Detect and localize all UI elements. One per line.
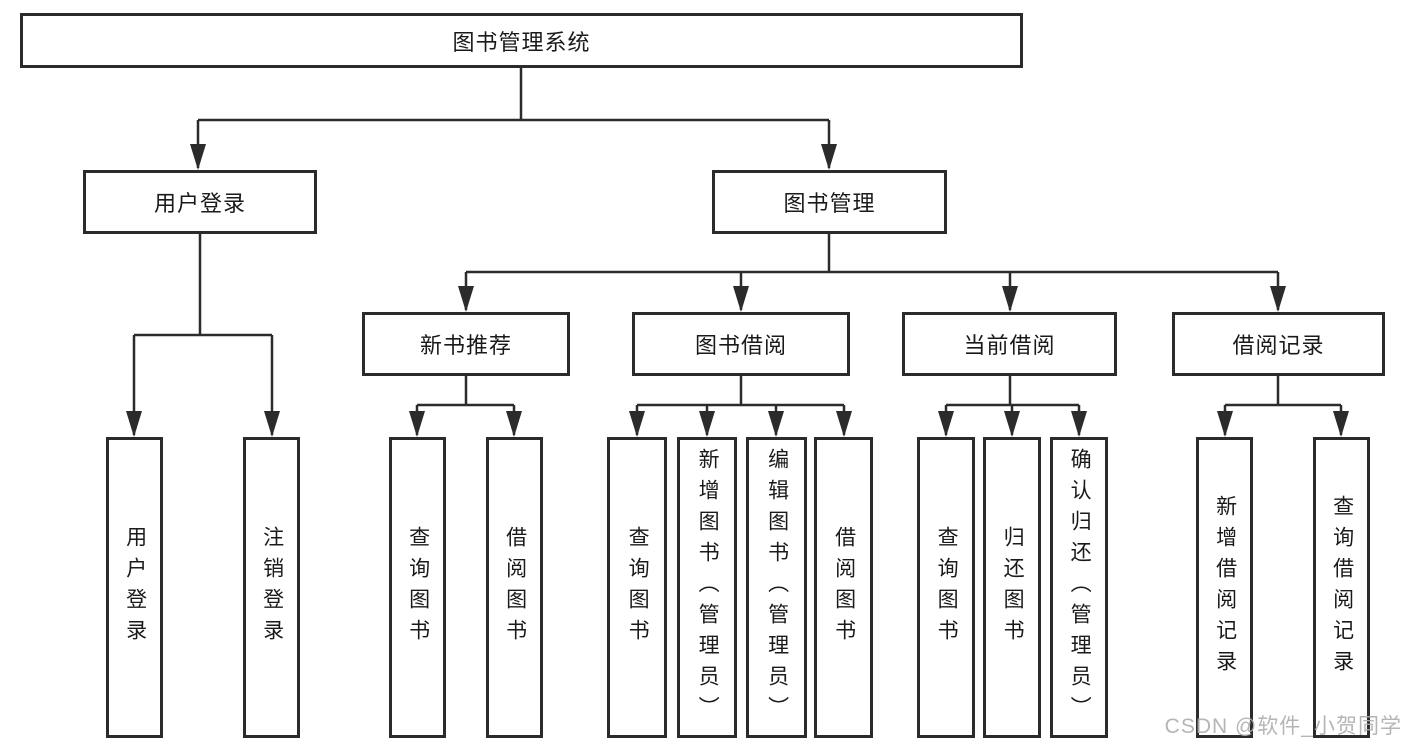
leaf-user-login: 用户登录	[106, 437, 163, 738]
node-borrowing-records: 借阅记录	[1172, 312, 1385, 376]
node-label: 当前借阅	[963, 333, 1056, 358]
node-label: 借阅图书	[832, 525, 856, 650]
node-library-management-system: 图书管理系统	[20, 13, 1023, 68]
leaf-return-books: 归还图书	[983, 437, 1041, 738]
node-label: 图书管理系统	[452, 29, 591, 55]
node-book-borrowing: 图书借阅	[632, 312, 850, 376]
node-label: 图书借阅	[694, 333, 787, 358]
leaf-add-books-admin: 新增图书（管理员）	[677, 437, 737, 738]
leaf-edit-books-admin: 编辑图书（管理员）	[746, 437, 807, 738]
node-label: 借阅记录	[1232, 333, 1325, 358]
node-label: 归还图书	[1001, 525, 1025, 650]
node-label: 查询图书	[626, 525, 650, 650]
node-label: 新增借阅记录	[1213, 494, 1237, 681]
node-label: 查询借阅记录	[1330, 494, 1354, 681]
arrowheads	[126, 144, 1349, 437]
node-new-book-recommendation: 新书推荐	[362, 312, 570, 376]
node-label: 注销登录	[260, 525, 284, 650]
node-book-management-branch: 图书管理	[712, 170, 947, 234]
node-label: 新增图书（管理员）	[696, 448, 720, 727]
node-label: 用户登录	[123, 525, 147, 650]
node-label: 编辑图书（管理员）	[765, 448, 789, 727]
leaf-borrow-books-2: 借阅图书	[814, 437, 873, 738]
leaf-query-books-3: 查询图书	[917, 437, 975, 738]
node-user-login-branch: 用户登录	[83, 170, 317, 234]
csdn-watermark: CSDN @软件_小贺同学	[1164, 715, 1402, 738]
leaf-borrow-books-1: 借阅图书	[486, 437, 543, 738]
leaf-query-borrow-record: 查询借阅记录	[1313, 437, 1370, 738]
leaf-logout: 注销登录	[243, 437, 300, 738]
leaf-add-borrow-record: 新增借阅记录	[1196, 437, 1253, 738]
node-current-borrowing: 当前借阅	[902, 312, 1117, 376]
node-label: 查询图书	[935, 525, 959, 650]
node-label: 用户登录	[153, 191, 246, 216]
node-label: 查询图书	[406, 525, 430, 650]
leaf-confirm-return-admin: 确认归还（管理员）	[1050, 437, 1108, 738]
leaf-query-books-1: 查询图书	[389, 437, 446, 738]
node-label: 借阅图书	[503, 525, 527, 650]
node-label: 图书管理	[783, 191, 876, 216]
node-label: 新书推荐	[419, 333, 512, 358]
node-label: 确认归还（管理员）	[1068, 448, 1092, 727]
leaf-query-books-2: 查询图书	[607, 437, 667, 738]
